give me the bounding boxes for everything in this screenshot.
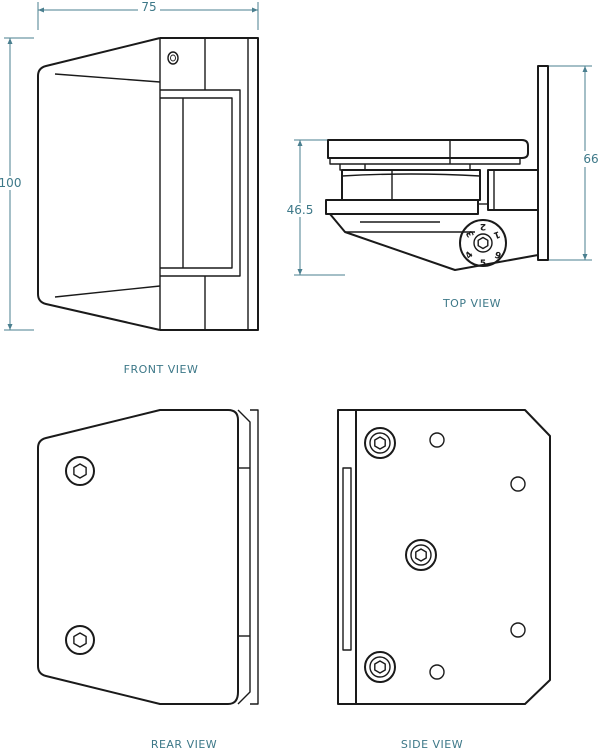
dimension-top-depth: 66 xyxy=(548,65,600,261)
side-bolt-bottom xyxy=(364,651,396,683)
side-hole xyxy=(429,432,445,448)
side-hole xyxy=(510,622,526,638)
dial-number-3: 3 xyxy=(465,228,477,238)
dimension-top-height: 46.5 xyxy=(282,139,345,276)
side-hole xyxy=(429,664,445,680)
dimension-width-label: 75 xyxy=(141,0,156,14)
side-bolt-middle xyxy=(405,539,437,571)
side-hole xyxy=(510,476,526,492)
dial-number-5: 5 xyxy=(480,259,486,269)
rear-bolt-bottom xyxy=(65,625,95,655)
top-view: 1 2 3 4 5 6 TOP VIEW xyxy=(325,65,549,310)
front-view: FRONT VIEW xyxy=(37,37,259,376)
top-view-label: TOP VIEW xyxy=(442,297,501,310)
dimension-top-depth-label: 66 xyxy=(583,152,598,166)
dial-numbers: 1 2 3 4 5 6 xyxy=(464,221,503,269)
dimension-width: 75 xyxy=(37,0,259,30)
rear-view-label: REAR VIEW xyxy=(151,738,217,748)
dimension-height-label: 100 xyxy=(0,176,21,190)
dial-number-6: 6 xyxy=(494,248,503,260)
adjustment-dial xyxy=(459,219,507,267)
front-view-label: FRONT VIEW xyxy=(124,363,199,376)
dial-number-2: 2 xyxy=(480,221,486,231)
dial-number-1: 1 xyxy=(492,228,501,240)
dimension-top-height-label: 46.5 xyxy=(287,203,314,217)
side-view-label: SIDE VIEW xyxy=(401,738,463,748)
side-view: SIDE VIEW xyxy=(337,409,551,748)
dimension-height: 100 xyxy=(0,37,34,331)
side-bolt-top xyxy=(364,427,396,459)
rear-view: REAR VIEW xyxy=(37,409,259,748)
dial-number-4: 4 xyxy=(464,250,476,261)
rear-bolt-top xyxy=(65,456,95,486)
